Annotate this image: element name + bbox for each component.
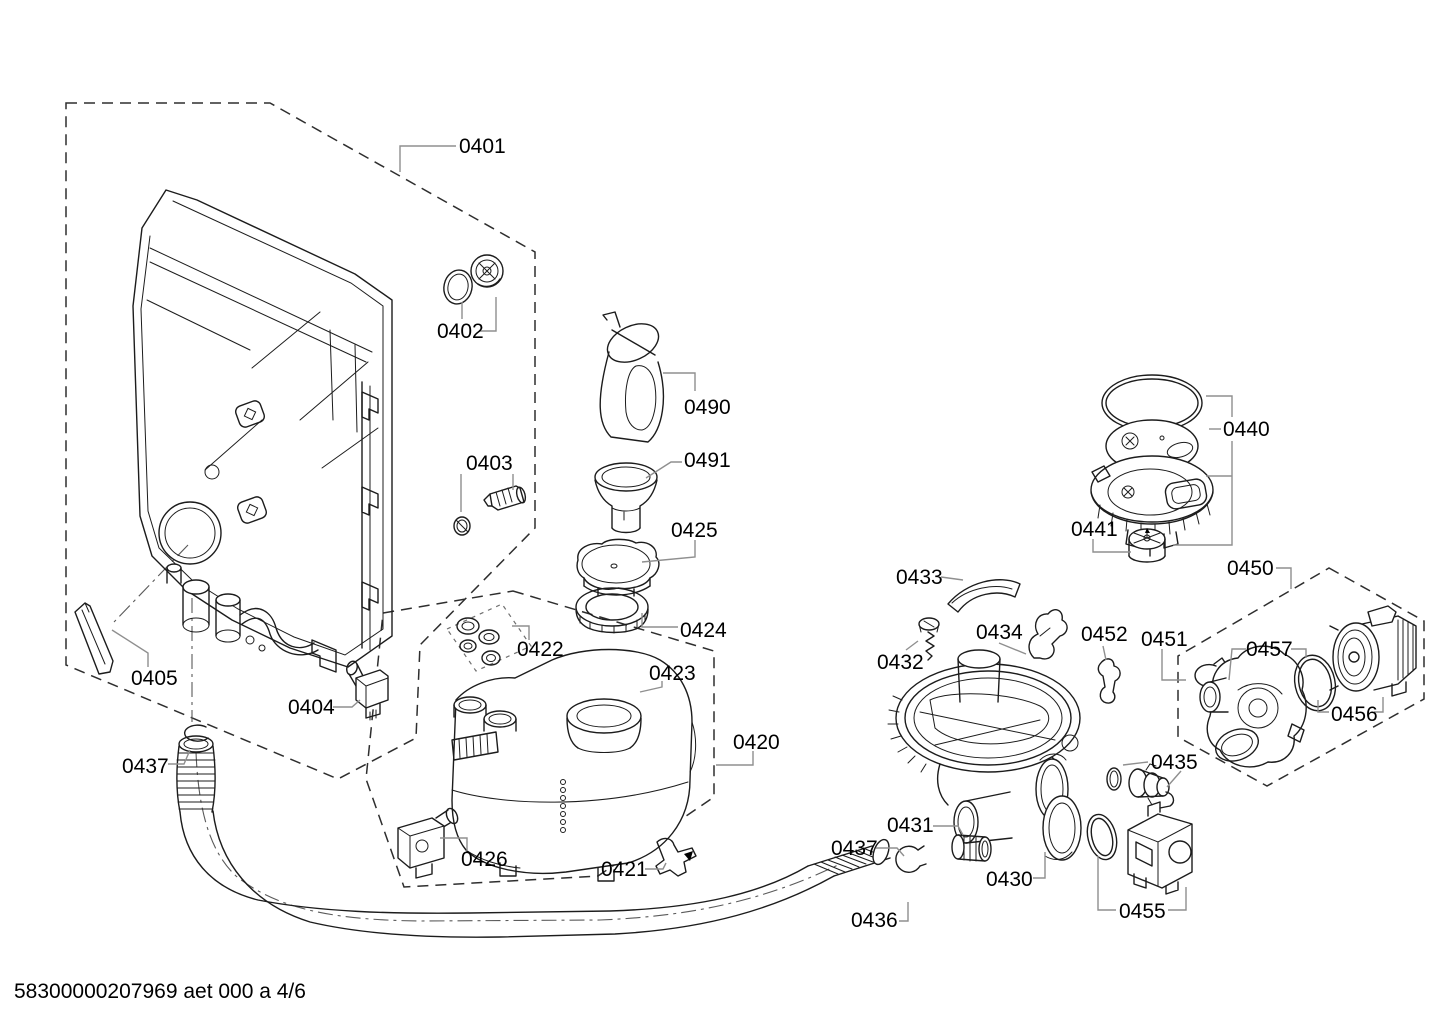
part-label-0430: 0430 bbox=[986, 868, 1033, 891]
seal-kit-0422-box bbox=[446, 603, 532, 672]
part-0441-cap bbox=[1128, 528, 1166, 563]
part-label-0432: 0432 bbox=[877, 651, 924, 674]
part-0433-curved-rail bbox=[947, 579, 1021, 613]
part-0421-clip bbox=[655, 837, 697, 877]
part-0424-ring-nut bbox=[575, 587, 649, 634]
part-label-0404: 0404 bbox=[288, 696, 335, 719]
part-0404-valve bbox=[346, 660, 389, 721]
part-0456-o-ring bbox=[1293, 654, 1337, 712]
part-0430-sump bbox=[887, 649, 1082, 861]
part-0457-pump-housing bbox=[1199, 645, 1307, 768]
part-0422-seal-kit bbox=[456, 617, 501, 666]
assembly-axis-line bbox=[113, 544, 189, 623]
part-0425-cap bbox=[576, 538, 660, 597]
part-label-0424: 0424 bbox=[680, 619, 727, 642]
part-label-0426: 0426 bbox=[461, 848, 508, 871]
part-label-0440: 0440 bbox=[1223, 418, 1270, 441]
part-0450-heater-motor bbox=[1329, 605, 1417, 697]
part-label-0403: 0403 bbox=[466, 452, 513, 475]
part-label-0431: 0431 bbox=[887, 814, 934, 837]
part-label-0455: 0455 bbox=[1119, 900, 1166, 923]
part-label-0421: 0421 bbox=[601, 858, 648, 881]
part-label-0450: 0450 bbox=[1227, 557, 1274, 580]
part-0440-pressure-chamber bbox=[1090, 374, 1214, 557]
document-number: 58300000207969 aet 000 a 4/6 bbox=[14, 980, 306, 1003]
part-label-0451: 0451 bbox=[1141, 628, 1188, 651]
part-label-0437-left: 0437 bbox=[122, 755, 169, 778]
part-0403-nozzle bbox=[453, 485, 527, 536]
part-0431-coupling bbox=[951, 834, 992, 862]
part-label-0490: 0490 bbox=[684, 396, 731, 419]
part-label-0457: 0457 bbox=[1246, 638, 1293, 661]
part-0491-funnel bbox=[594, 462, 658, 534]
leader-lines bbox=[111, 145, 1384, 922]
part-0452-lever bbox=[1097, 658, 1121, 704]
part-label-0436: 0436 bbox=[851, 909, 898, 932]
part-label-0423: 0423 bbox=[649, 662, 696, 685]
part-0455-drain-pump bbox=[1086, 801, 1193, 895]
part-0420-softener-tank bbox=[451, 648, 697, 882]
part-label-0437-right: 0437 bbox=[831, 837, 878, 860]
part-0402-seal-and-disc bbox=[443, 254, 504, 305]
part-label-0435: 0435 bbox=[1151, 751, 1198, 774]
part-0401-inner-door-panel bbox=[132, 189, 393, 673]
part-label-0456: 0456 bbox=[1331, 703, 1378, 726]
part-label-0452: 0452 bbox=[1081, 623, 1128, 646]
part-0426-valve bbox=[397, 807, 459, 879]
assembly-box-0420 bbox=[365, 590, 715, 888]
part-label-0433: 0433 bbox=[896, 566, 943, 589]
part-labels: 0401 0402 0403 0405 0404 0437 0490 0491 … bbox=[122, 135, 1378, 932]
part-label-0425: 0425 bbox=[671, 519, 718, 542]
part-label-0434: 0434 bbox=[976, 621, 1023, 644]
part-label-0405: 0405 bbox=[131, 667, 178, 690]
part-0437-hose-clamp-right bbox=[895, 845, 927, 873]
part-0435-check-valve bbox=[1106, 763, 1175, 809]
hose-center-line bbox=[195, 751, 841, 922]
part-label-0420: 0420 bbox=[733, 731, 780, 754]
part-0434-bracket bbox=[1028, 609, 1068, 660]
part-0437-hose-clamp-left bbox=[183, 724, 209, 742]
assembly-box-0450 bbox=[1177, 567, 1425, 787]
part-0436-drain-hose bbox=[176, 735, 891, 938]
part-0405-wedge-strip bbox=[74, 602, 114, 675]
part-label-0422: 0422 bbox=[517, 638, 564, 661]
part-0432-screw bbox=[918, 617, 940, 661]
part-label-0402: 0402 bbox=[437, 320, 484, 343]
part-0490-funnel-jug bbox=[599, 311, 665, 443]
part-label-0441: 0441 bbox=[1071, 518, 1118, 541]
part-label-0491: 0491 bbox=[684, 449, 731, 472]
part-label-0401: 0401 bbox=[459, 135, 506, 158]
